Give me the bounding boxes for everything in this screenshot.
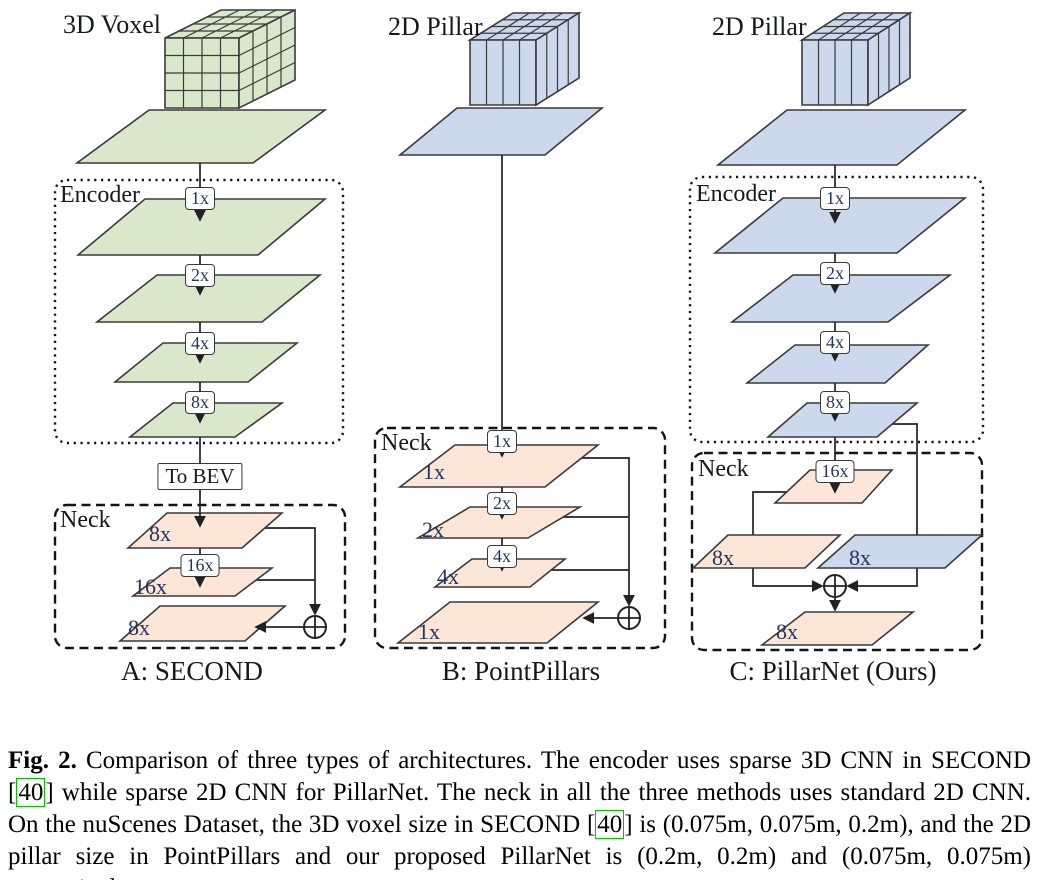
flow-label-1x-b: 1x bbox=[487, 430, 517, 453]
neck-box-b bbox=[373, 426, 667, 650]
pillarnet-diagram bbox=[688, 11, 985, 652]
encoder-box-a bbox=[53, 178, 345, 445]
encoder-plane-8x bbox=[127, 402, 285, 438]
citation-number: 40 bbox=[595, 810, 625, 839]
pillar-block-icon bbox=[799, 11, 913, 107]
flow-label-8x-c: 8x bbox=[820, 391, 850, 414]
column-caption-b: B: PointPillars bbox=[441, 656, 601, 686]
input-feature-plane bbox=[74, 109, 328, 164]
neck-plane-out bbox=[395, 601, 601, 644]
figure-tag: Fig. 2. bbox=[8, 747, 77, 774]
pillar-block-icon bbox=[467, 11, 582, 107]
flow-label-2x-b: 2x bbox=[487, 492, 517, 515]
input-type-label-c: 2D Pillar bbox=[712, 12, 807, 41]
bracket: [ bbox=[586, 811, 596, 838]
skip-connection bbox=[262, 527, 321, 616]
column-caption-c: C: PillarNet (Ours) bbox=[729, 656, 937, 686]
citation-40[interactable]: [40] bbox=[587, 810, 633, 839]
encoder-box-c bbox=[688, 175, 985, 444]
plane-label: 8x bbox=[128, 615, 150, 640]
neck-plane-2x bbox=[415, 506, 583, 539]
citation-40[interactable]: [40] bbox=[8, 778, 54, 807]
input-feature-plane bbox=[715, 109, 968, 166]
caption-text: is (0.075m, 0.075m, 0.2m), and the 2D pi… bbox=[8, 811, 1032, 880]
sum-icon bbox=[617, 606, 641, 630]
skip-connection bbox=[846, 423, 918, 592]
bracket: ] bbox=[45, 779, 54, 806]
flow-label-4x-c: 4x bbox=[820, 331, 850, 354]
neck-plane-out bbox=[759, 611, 916, 646]
encoder-plane-1x bbox=[712, 197, 968, 254]
encoder-plane-2x bbox=[94, 274, 323, 323]
plane-label: 1x bbox=[418, 619, 440, 644]
encoder-plane-8x bbox=[765, 402, 920, 438]
column-caption-a: A: SECOND bbox=[121, 656, 263, 686]
encoder-plane-4x bbox=[744, 344, 931, 384]
input-feature-plane bbox=[397, 107, 605, 156]
neck-plane-8x-conv bbox=[690, 534, 843, 569]
input-type-label-a: 3D Voxel bbox=[63, 10, 161, 39]
plane-label: 8x bbox=[149, 521, 171, 546]
flow-label-1x-a: 1x bbox=[185, 187, 215, 210]
flow-label-2x-a: 2x bbox=[185, 264, 215, 287]
caption-text: while sparse 2D CNN for PillarNet. The n… bbox=[8, 779, 1031, 838]
encoder-plane-4x bbox=[112, 342, 300, 383]
to-bev-label: To BEV bbox=[157, 463, 243, 490]
encoder-plane-1x bbox=[75, 198, 328, 256]
neck-plane-4x bbox=[432, 558, 568, 588]
neck-title-a: Neck bbox=[60, 507, 111, 533]
second-diagram bbox=[53, 8, 347, 650]
plane-label: 8x bbox=[849, 545, 871, 570]
flow-label-16x-c: 16x bbox=[815, 460, 855, 483]
neck-plane-1x bbox=[397, 444, 601, 488]
bracket: [ bbox=[8, 779, 17, 806]
neck-box-c bbox=[690, 451, 984, 652]
voxel-cube-icon bbox=[164, 8, 296, 110]
flow-label-4x-a: 4x bbox=[185, 332, 215, 355]
caption-text: Comparison of three types of architectur… bbox=[85, 747, 1031, 774]
neck-plane-8x-sparse bbox=[815, 534, 985, 569]
skip-connection bbox=[570, 457, 635, 607]
sum-icon bbox=[303, 615, 327, 639]
plane-label: 8x bbox=[712, 545, 734, 570]
sum-icon bbox=[823, 574, 847, 598]
citation-number: 40 bbox=[16, 778, 46, 807]
flow-label-8x-a: 8x bbox=[185, 391, 215, 414]
encoder-plane-2x bbox=[729, 274, 953, 323]
architecture-diagram bbox=[53, 8, 985, 652]
neck-plane-8x bbox=[125, 512, 285, 549]
pointpillars-diagram bbox=[373, 11, 667, 650]
plane-label: 8x bbox=[776, 619, 798, 644]
neck-plane-out bbox=[117, 605, 288, 642]
plane-label: 4x bbox=[437, 564, 459, 589]
neck-title-b: Neck bbox=[381, 430, 432, 456]
neck-title-c: Neck bbox=[698, 456, 749, 482]
flow-label-2x-c: 2x bbox=[820, 262, 850, 285]
encoder-title-a: Encoder bbox=[60, 182, 140, 208]
bracket: ] bbox=[624, 811, 633, 838]
plane-label: 2x bbox=[422, 517, 444, 542]
encoder-title-c: Encoder bbox=[696, 181, 776, 207]
flow-label-1x-c: 1x bbox=[820, 187, 850, 210]
flow-label-4x-b: 4x bbox=[487, 545, 517, 568]
figure-caption: Fig. 2. Comparison of three types of arc… bbox=[8, 745, 1031, 880]
flow-label-16x-a: 16x bbox=[180, 554, 220, 577]
plane-label: 16x bbox=[134, 574, 167, 599]
plane-label: 1x bbox=[423, 459, 445, 484]
input-type-label-b: 2D Pillar bbox=[388, 12, 483, 41]
